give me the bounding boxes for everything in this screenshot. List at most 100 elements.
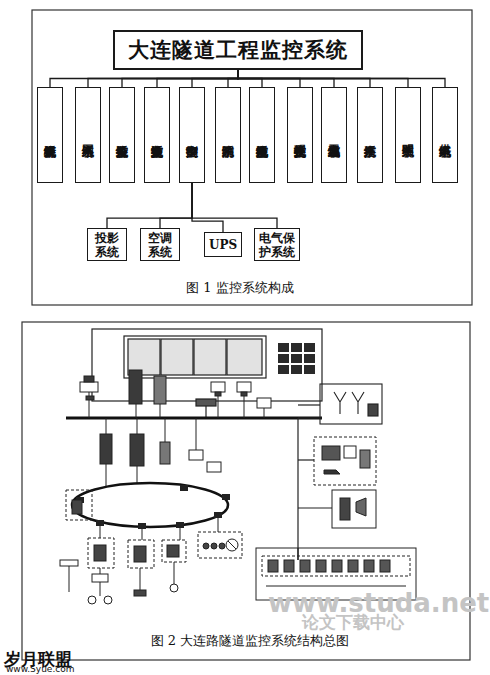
field-device xyxy=(180,528,181,540)
ring-network xyxy=(72,483,228,527)
telephone-subsystem xyxy=(368,404,378,416)
telephone-subsystem xyxy=(320,384,382,424)
field-station xyxy=(66,490,92,520)
field-device xyxy=(134,546,146,562)
bus-drop-wire xyxy=(137,466,138,484)
node-text: UPS xyxy=(209,238,237,252)
bus-drop-wire xyxy=(165,418,166,442)
figure-frame xyxy=(32,10,472,305)
bus-drop-wire xyxy=(244,396,245,418)
wall-controller xyxy=(205,406,206,418)
field-station xyxy=(88,538,114,568)
field-device xyxy=(60,500,238,604)
ring-node xyxy=(214,512,222,518)
equipment-icon xyxy=(80,382,98,392)
tree-connector xyxy=(157,70,238,87)
equipment-box: 电气保护系统 xyxy=(254,228,300,261)
tree-connector xyxy=(238,70,334,87)
equipment-box: UPS xyxy=(204,232,242,257)
bus-drop-wire xyxy=(89,392,264,486)
ring-network xyxy=(72,483,228,527)
field-device xyxy=(218,518,219,532)
ethernet-bus xyxy=(66,417,322,420)
power-lighting-subsystem xyxy=(316,560,326,572)
field-device xyxy=(60,560,78,566)
cctv-subsystem xyxy=(314,437,376,485)
subsystem-box: 程控交换系统 xyxy=(287,87,313,183)
ring-node xyxy=(138,523,146,529)
equipment-icon xyxy=(86,396,94,400)
equipment-icon xyxy=(189,450,203,460)
video-wall xyxy=(194,339,226,375)
node-text: 大连隧道工程监控系统 xyxy=(128,36,348,64)
field-device xyxy=(170,584,178,592)
tree-connector xyxy=(238,70,445,87)
field-device xyxy=(219,543,225,549)
broadcast-subsystem xyxy=(332,490,376,528)
field-device xyxy=(100,526,101,538)
tree-connector xyxy=(192,183,277,228)
field-device xyxy=(140,568,141,592)
field-device xyxy=(72,500,82,514)
tree-connector xyxy=(107,183,192,228)
broadcast-subsystem xyxy=(340,498,350,520)
monitor-grid xyxy=(291,365,302,374)
bus-drop-wire xyxy=(106,418,107,434)
subsystem-box: 照明系统 xyxy=(395,87,421,183)
node-text: 投影系统 xyxy=(90,231,124,259)
field-device xyxy=(211,543,217,549)
field-station xyxy=(128,540,154,568)
monitor-grid xyxy=(304,365,315,374)
field-station xyxy=(66,490,242,568)
field-device xyxy=(142,529,143,540)
system-title-box: 大连隧道工程监控系统 xyxy=(113,30,363,70)
ring-node xyxy=(180,485,188,491)
field-device xyxy=(167,545,179,557)
equipment-icon xyxy=(160,442,170,464)
video-wall xyxy=(92,329,322,401)
tree-connector xyxy=(50,70,238,87)
field-device xyxy=(69,566,70,592)
equipment-box: 投影系统 xyxy=(87,228,127,261)
subsystem-box: 网络系统 xyxy=(75,87,101,183)
wall-controller xyxy=(196,399,216,406)
node-text: 空调系统 xyxy=(143,231,177,259)
bus-drop-wire xyxy=(264,408,265,418)
tree-connector xyxy=(122,70,238,87)
equipment-icon xyxy=(215,392,221,396)
video-wall xyxy=(92,329,322,401)
trunk-wire xyxy=(298,405,332,560)
power-lighting-subsystem xyxy=(284,560,294,572)
monitor-grid xyxy=(278,343,315,374)
subsystem-box: 中央计算机系统 xyxy=(37,87,63,183)
field-station xyxy=(162,540,186,562)
monitor-grid xyxy=(304,354,315,363)
cctv-subsystem xyxy=(344,446,356,458)
power-lighting-subsystem xyxy=(300,560,310,572)
monitor-grid xyxy=(278,354,289,363)
equipment-box: 空调系统 xyxy=(140,228,180,261)
bus-drop-wire xyxy=(160,404,161,418)
subsystem-box: 电视监控系统 xyxy=(249,87,275,183)
field-device xyxy=(88,596,96,604)
bus-drop-wire xyxy=(218,396,219,418)
figure-caption: 图 2 大连路隧道监控系统结构总图 xyxy=(90,632,410,650)
tree-connector xyxy=(228,70,238,87)
field-device xyxy=(174,562,175,584)
monitor-grid xyxy=(291,343,302,352)
power-lighting-subsystem xyxy=(332,560,342,572)
subsystem-box: 消防系统 xyxy=(215,87,241,183)
broadcast-subsystem xyxy=(356,498,366,516)
tree-connector xyxy=(192,183,223,232)
trunk-wire xyxy=(298,417,322,418)
figure-caption: 图 1 监控系统构成 xyxy=(140,279,340,297)
subsystem-box: 交通监控系统 xyxy=(144,87,170,183)
tree-connector xyxy=(238,70,262,87)
equipment-icon xyxy=(100,434,112,464)
power-lighting-subsystem xyxy=(262,556,410,576)
ethernet-bus xyxy=(66,417,322,420)
tree-connector xyxy=(238,70,408,87)
field-device xyxy=(94,545,106,561)
trunk-wire xyxy=(298,507,332,508)
